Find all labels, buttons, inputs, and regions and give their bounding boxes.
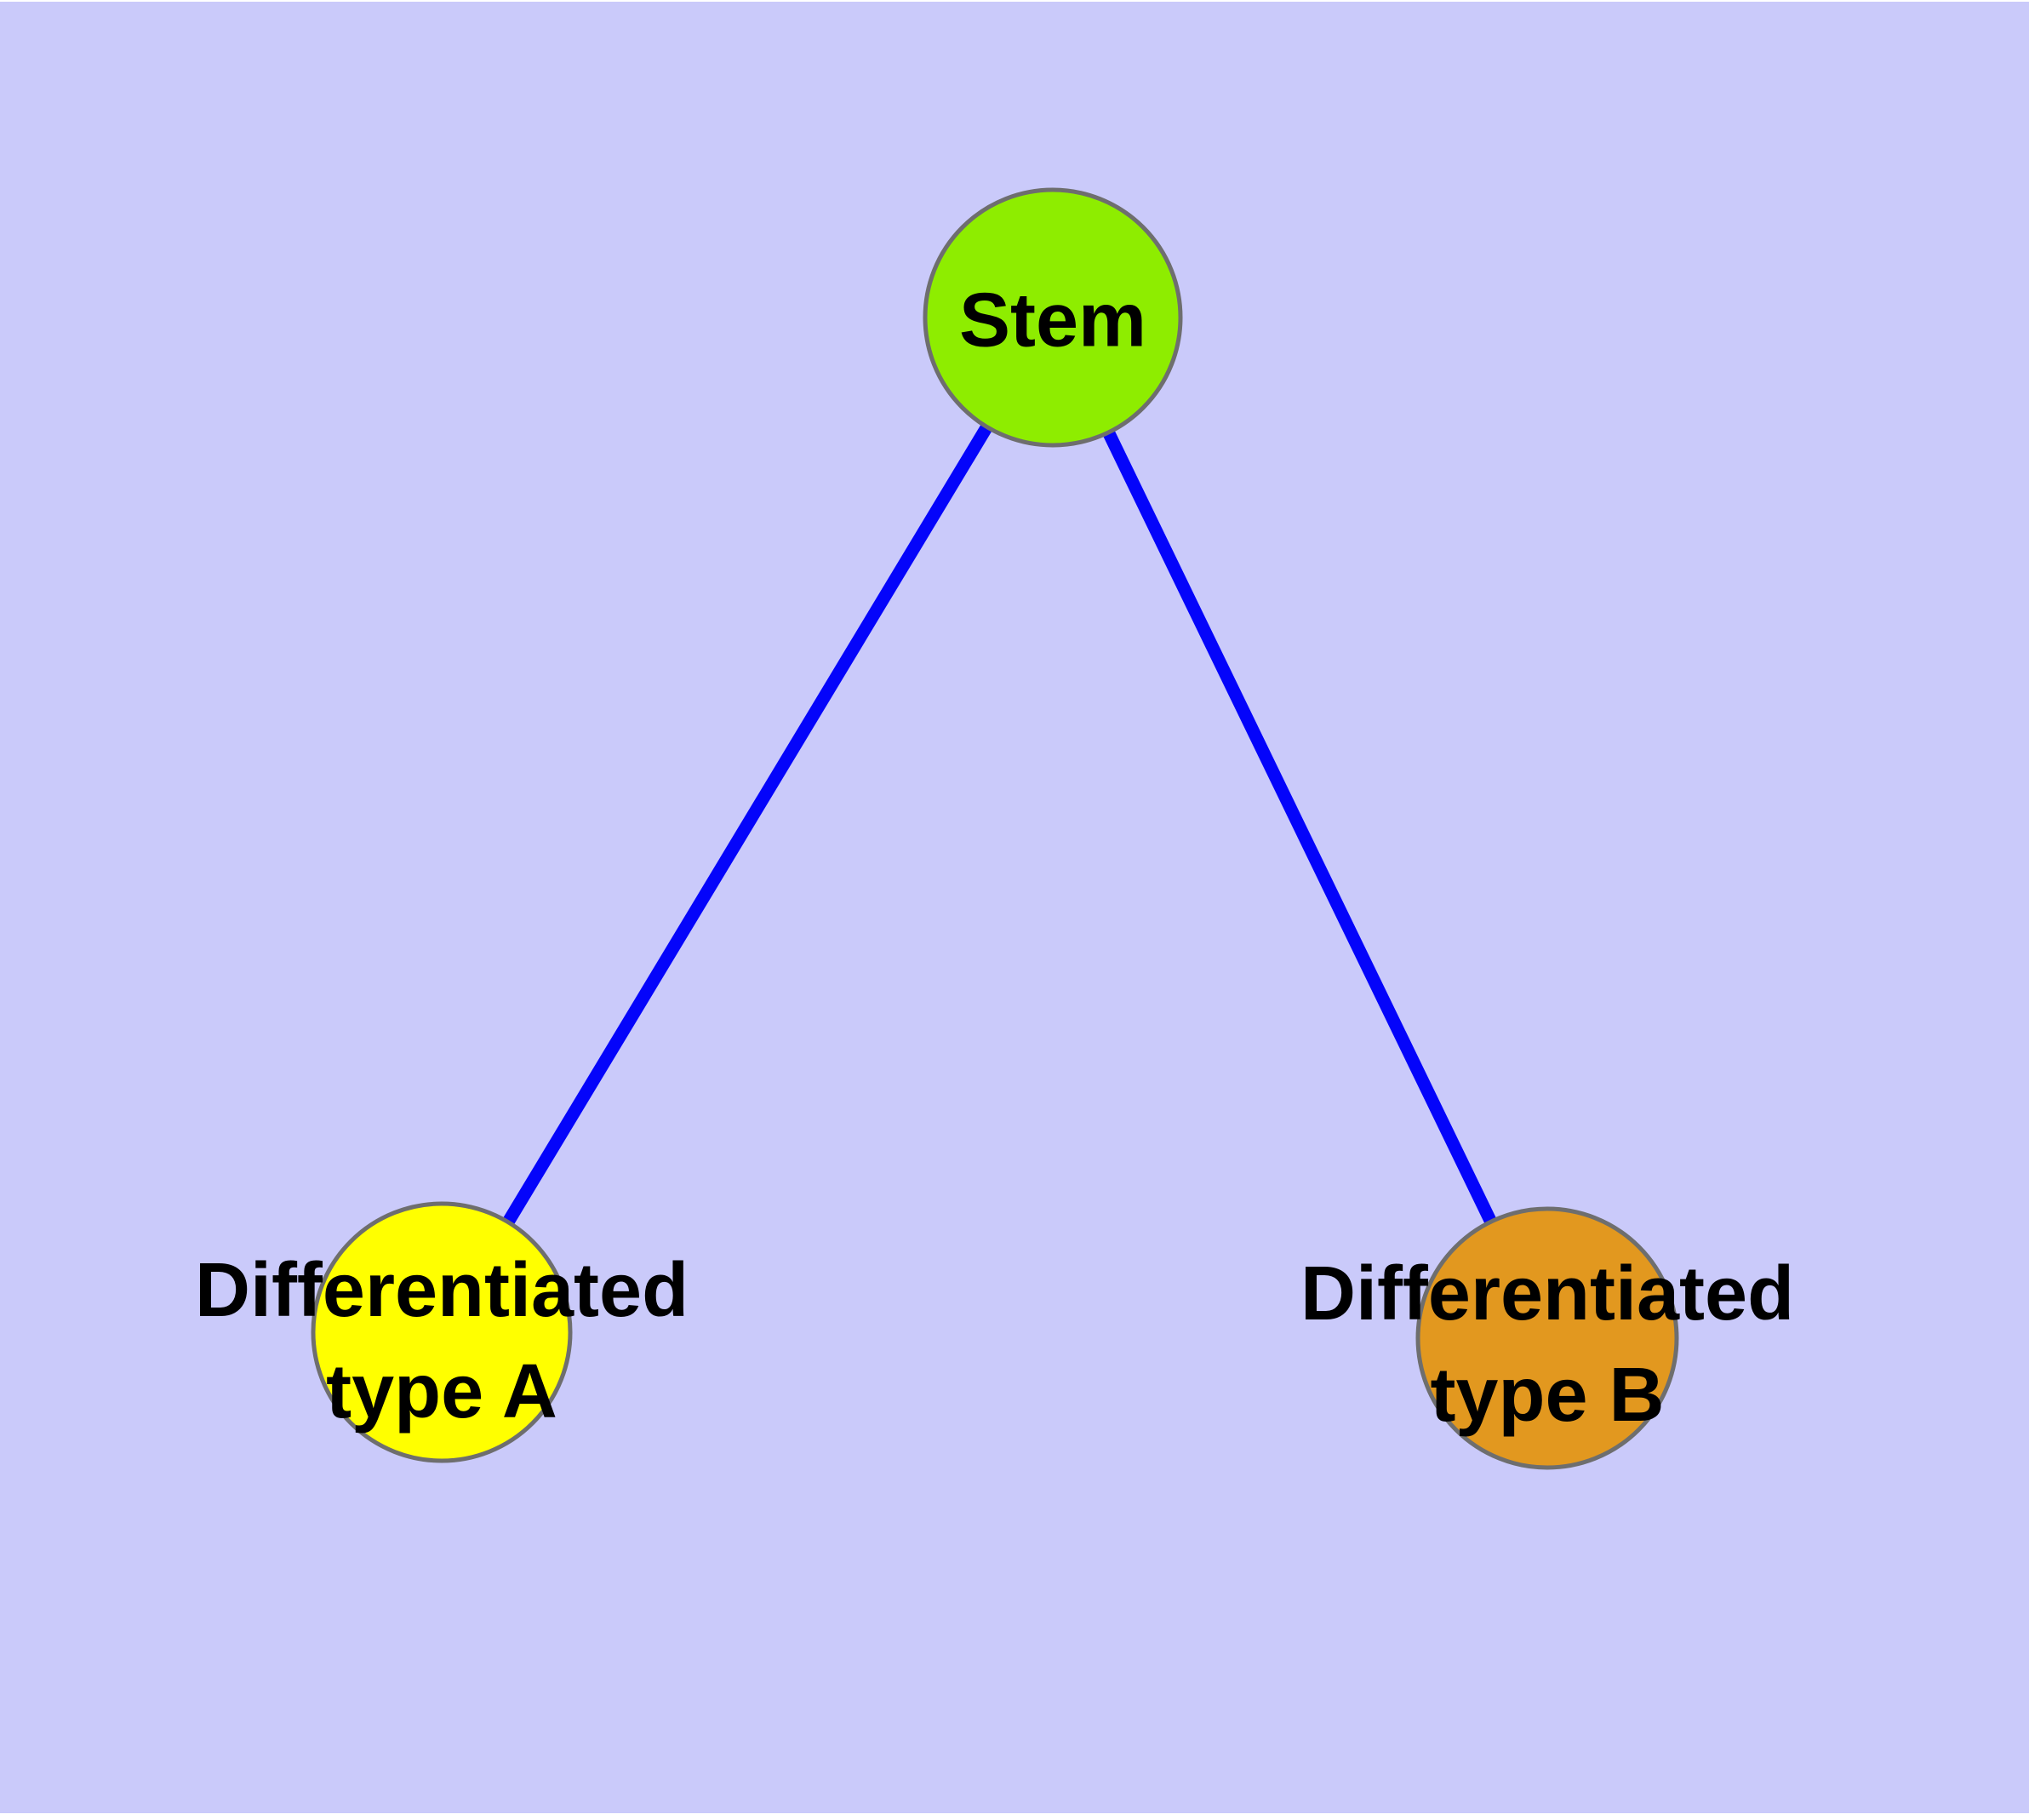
edge-stem-to-type-a — [436, 314, 1059, 1336]
node-type-a-circle — [311, 1201, 573, 1463]
edge-stem-to-type-b — [1047, 314, 1553, 1342]
node-stem-circle — [923, 187, 1183, 448]
node-type-b-circle — [1415, 1206, 1679, 1470]
